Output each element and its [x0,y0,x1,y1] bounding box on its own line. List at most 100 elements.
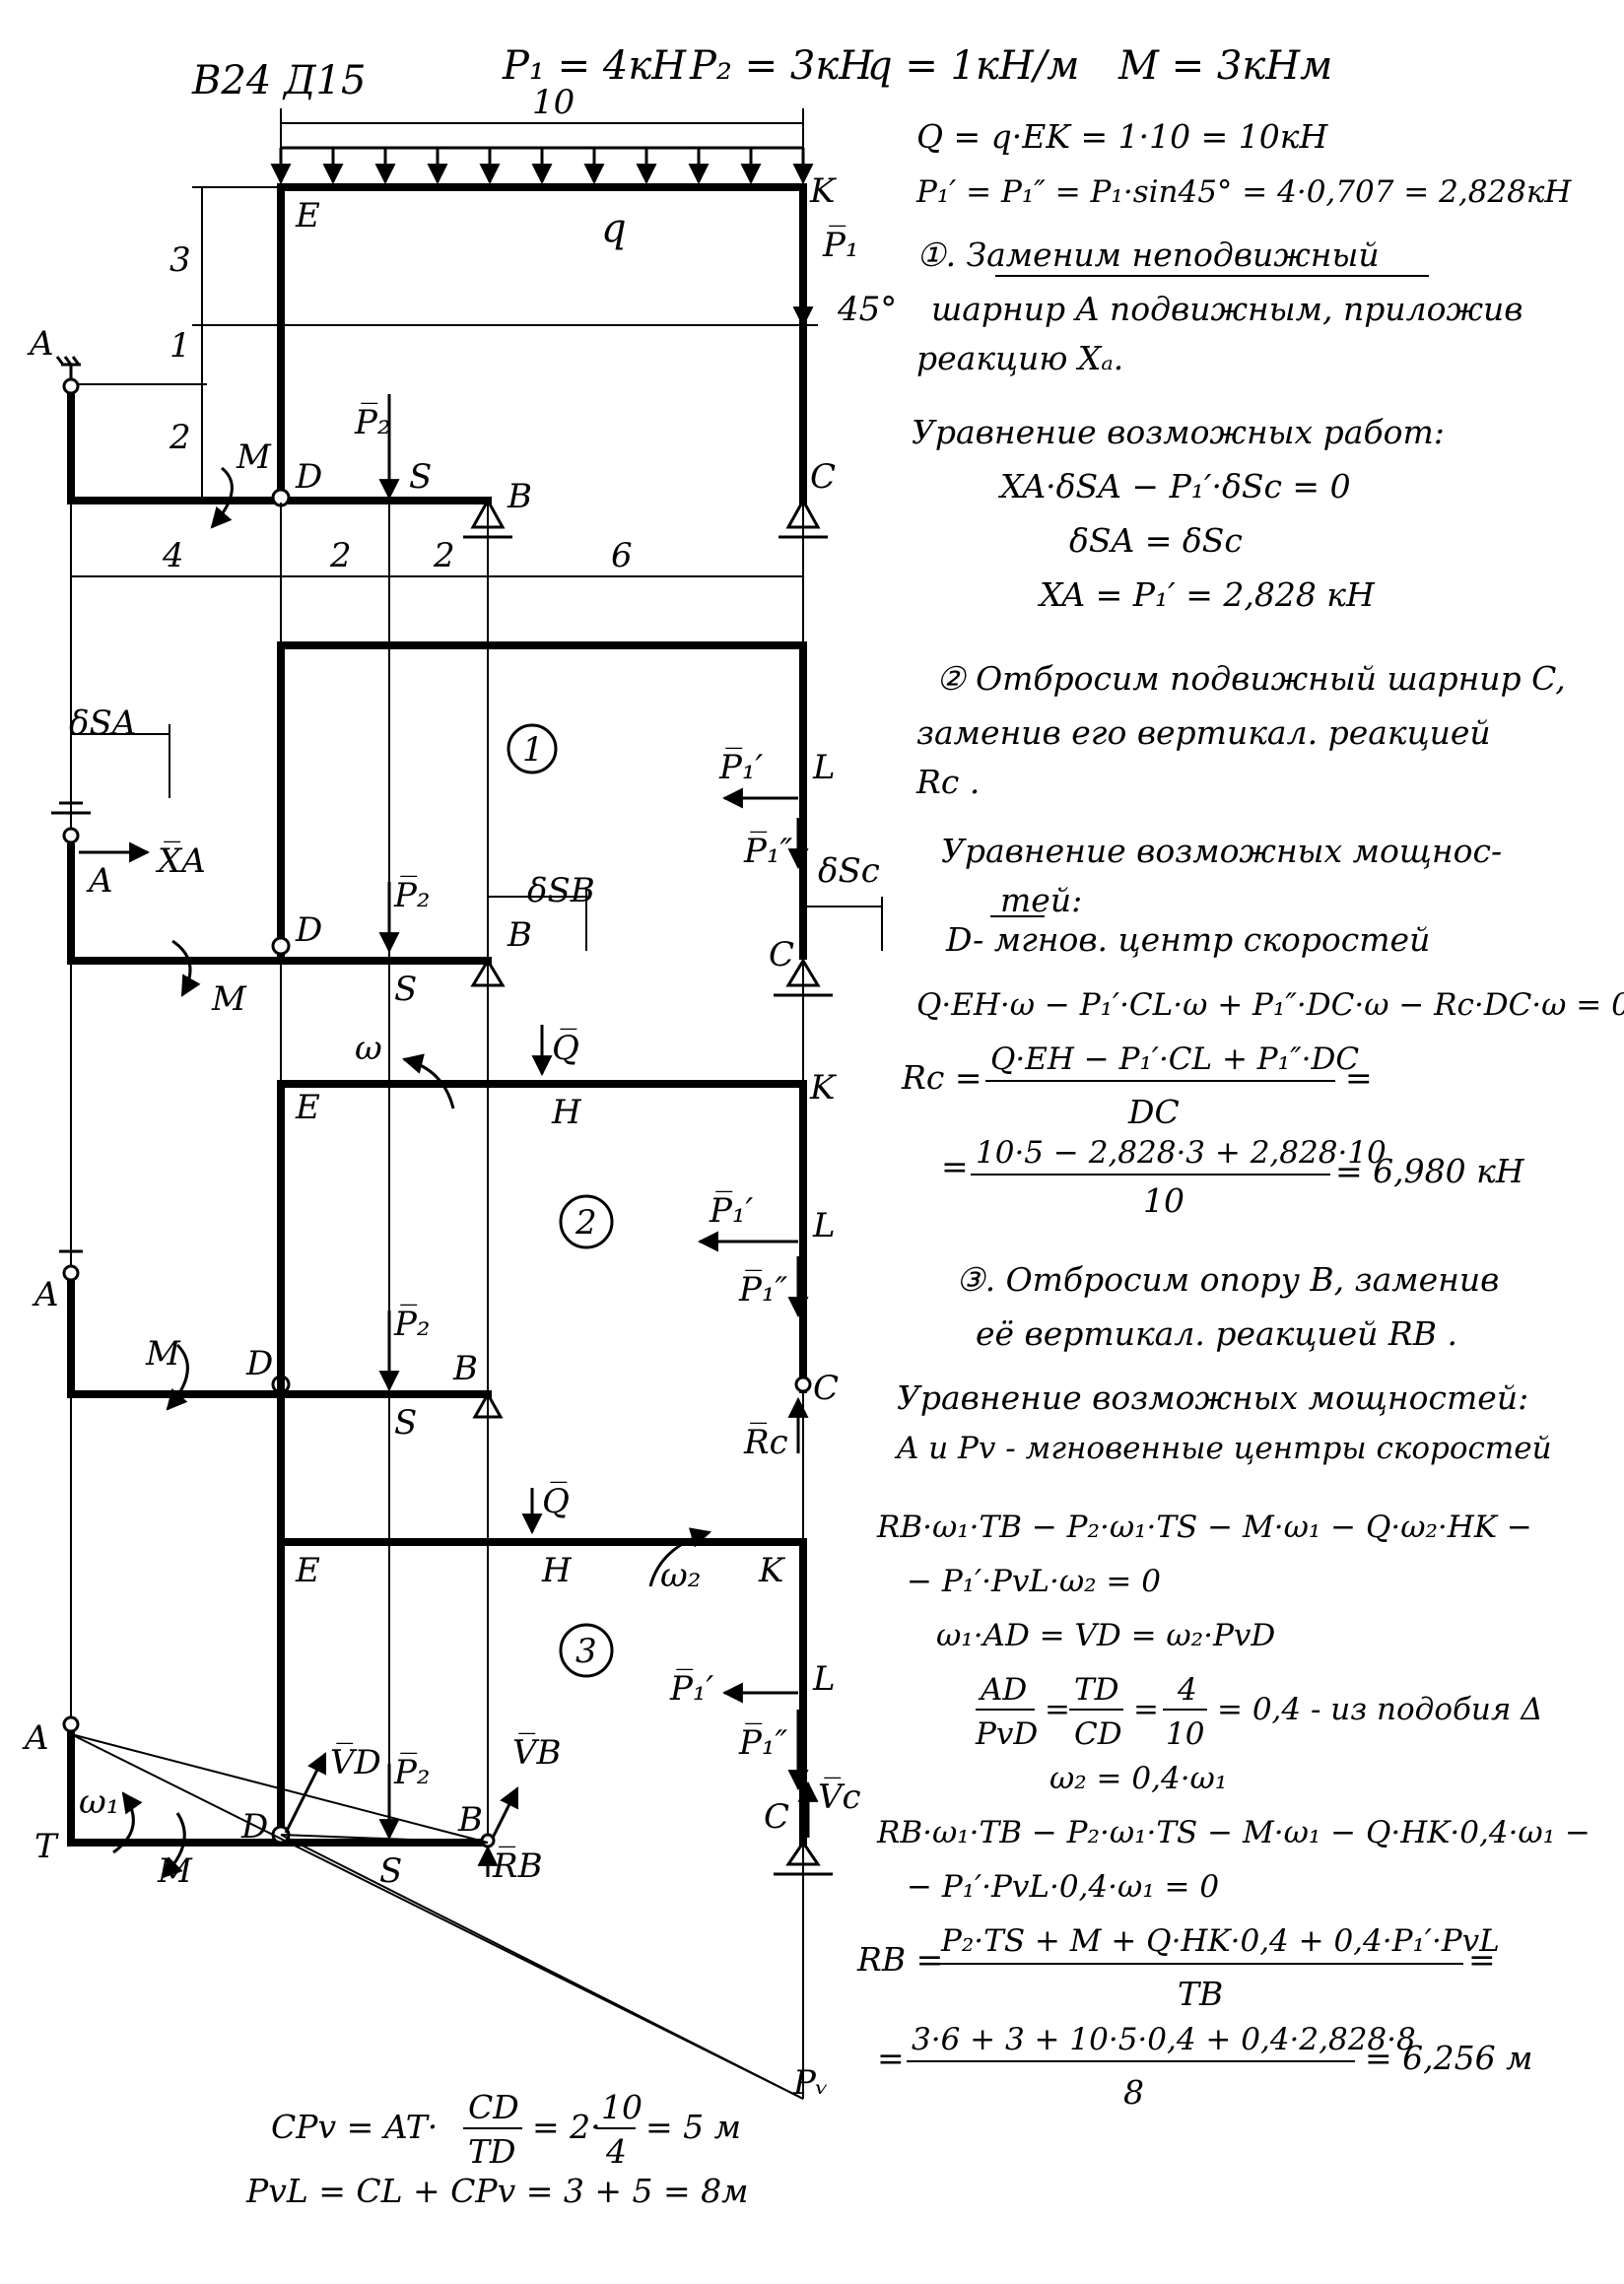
svg-text:K: K [809,1068,838,1108]
svg-text:= 6,980 кН: = 6,980 кН [1335,1152,1525,1190]
svg-text:C: C [764,1797,789,1837]
label-b: B [507,477,532,516]
moment-m [210,466,234,529]
dsc-label: δSc [818,851,880,891]
q-label: q [601,206,627,251]
svg-text:TD: TD [468,2132,515,2171]
dim-2: 2 [169,418,191,457]
label-s: S [409,457,432,497]
svg-text:T: T [34,1827,59,1866]
svg-text:= 2·: = 2· [532,2108,601,2146]
svg-text:CD: CD [1074,1716,1122,1752]
label-k: K [809,171,838,211]
p1-label: P̅₁ [822,225,859,265]
svg-text:V̅c: V̅c [818,1777,861,1817]
svg-text:P̅₂: P̅₂ [393,1304,431,1344]
svg-text:Q̅: Q̅ [542,1481,570,1521]
svg-text:P̅₁′: P̅₁′ [718,747,764,787]
solution-text: Q = q·EK = 1·10 = 10кН P₁′ = P₁″ = P₁·si… [856,117,1624,2112]
m-given: M = 3кНм [1117,43,1332,89]
dim-6: 6 [611,536,633,575]
svg-text:PvD: PvD [975,1716,1038,1752]
svg-text:10: 10 [1166,1716,1204,1752]
svg-text:C: C [769,935,794,974]
svg-text:Уравнение возможных мощнос-: Уравнение возможных мощнос- [941,832,1502,870]
svg-text:③. Отбросим опору B, заменив: ③. Отбросим опору B, заменив [956,1260,1499,1299]
dim-10: 10 [532,83,575,122]
dim-4: 4 [162,536,184,575]
svg-text:3: 3 [575,1632,597,1671]
dsb-label: δSB [527,871,595,910]
angle-45: 45° [837,290,897,329]
p2-label: P̅₂ [354,402,391,442]
dsa-label: δSA [69,704,136,743]
svg-text:8: 8 [1123,2073,1144,2112]
svg-text:CPv = AT·: CPv = AT· [271,2108,438,2146]
label-d: D [295,457,322,497]
svg-text:ω₂: ω₂ [660,1556,701,1595]
svg-text:Q̅: Q̅ [552,1028,579,1068]
svg-text:10: 10 [601,2088,643,2126]
svg-text:K: K [758,1551,786,1590]
svg-text:Уравнение возможных работ:: Уравнение возможных работ: [912,413,1445,451]
svg-text:− P₁′·PvL·ω₂ = 0: − P₁′·PvL·ω₂ = 0 [907,1564,1161,1599]
svg-text:M: M [211,979,247,1019]
moment-label: M [236,437,272,477]
svg-text:D: D [245,1344,273,1383]
svg-text:A и Pv - мгновенные центры ско: A и Pv - мгновенные центры скоростей [894,1431,1552,1466]
svg-text:Q·EH·ω − P₁′·CL·ω + P₁″·DC·ω −: Q·EH·ω − P₁′·CL·ω + P₁″·DC·ω − Rc·DC·ω =… [916,987,1624,1023]
header: B24 Д15 P₁ = 4кН P₂ = 3кН q = 1кН/м M = … [191,43,1332,103]
svg-text:ω: ω [355,1029,382,1068]
svg-text:2: 2 [575,1203,597,1243]
svg-text:10·5 − 2,828·3 + 2,828·10: 10·5 − 2,828·3 + 2,828·10 [976,1135,1387,1171]
svg-text:Q·EH − P₁′·CL + P₁″·DC: Q·EH − P₁′·CL + P₁″·DC [990,1041,1359,1077]
svg-text:V̅B: V̅B [512,1732,562,1773]
lower-beam [67,380,492,504]
svg-text:RB·ω₁·TB − P₂·ω₁·TS − M·ω₁ − Q: RB·ω₁·TB − P₂·ω₁·TS − M·ω₁ − Q·ω₂·HK − [876,1510,1532,1545]
hinge-a [62,377,80,395]
p2-given: P₂ = 3кН [689,43,874,89]
svg-text:=: = [1468,1940,1496,1979]
svg-text:RB·ω₁·TB − P₂·ω₁·TS − M·ω₁ − Q: RB·ω₁·TB − P₂·ω₁·TS − M·ω₁ − Q·HK·0,4·ω₁… [876,1815,1590,1850]
svg-text:TD: TD [1074,1672,1119,1708]
scheme-3: 3 A T E H K D S B C L Pᵥ Q̅ ω₂ P̅₁′ P̅₁″… [22,1243,861,2103]
svg-text:E: E [295,1551,320,1590]
svg-text:B: B [457,1800,483,1840]
distributed-load-arrows [270,148,814,185]
label-a: A [27,324,54,364]
svg-text:P̅₁″: P̅₁″ [738,1722,788,1763]
label-c: C [810,457,836,497]
svg-text:шарнир A подвижным, приложив: шарнир A подвижным, приложив [931,290,1522,328]
dim-1: 1 [169,326,191,366]
svg-text:S: S [379,1851,402,1891]
svg-text:=: = [1045,1692,1070,1727]
svg-text:Rc .: Rc . [915,763,980,801]
upper-frame [277,183,807,504]
dim-3: 3 [169,240,191,280]
xa-label: X̅A [155,840,206,881]
support-a [61,363,81,379]
svg-text:AD: AD [978,1672,1027,1708]
svg-text:P₁′ = P₁″ = P₁·sin45° = 4·0,70: P₁′ = P₁″ = P₁·sin45° = 4·0,707 = 2,828к… [915,174,1572,210]
svg-text:R̅c: R̅c [743,1422,788,1462]
svg-text:10: 10 [1143,1181,1184,1220]
section-2-marker [559,1194,614,1249]
label-e: E [295,196,320,235]
svg-text:3·6 + 3 + 10·5·0,4 + 0,4·2,828: 3·6 + 3 + 10·5·0,4 + 0,4·2,828·8 [912,2022,1416,2057]
svg-text:реакцию Xₐ.: реакцию Xₐ. [916,339,1123,377]
omega-arrow [401,1053,455,1109]
label-a1: A [86,861,113,901]
svg-text:B: B [452,1349,478,1388]
svg-text:= 5 м: = 5 м [645,2108,741,2146]
p1-given: P₁ = 4кН [502,43,687,89]
svg-text:4: 4 [1177,1672,1197,1708]
svg-text:L: L [812,748,836,787]
svg-text:ω₁·AD = VD = ω₂·PvD: ω₁·AD = VD = ω₂·PvD [936,1618,1275,1653]
svg-text:Q = q·EK = 1·10 = 10кН: Q = q·EK = 1·10 = 10кН [916,117,1328,156]
svg-text:D: D [240,1807,268,1847]
svg-text:δSA = δSc: δSA = δSc [1069,521,1243,560]
svg-text:P̅₁″: P̅₁″ [743,831,793,871]
svg-text:L: L [812,1206,836,1245]
svg-text:V̅D: V̅D [330,1742,381,1782]
